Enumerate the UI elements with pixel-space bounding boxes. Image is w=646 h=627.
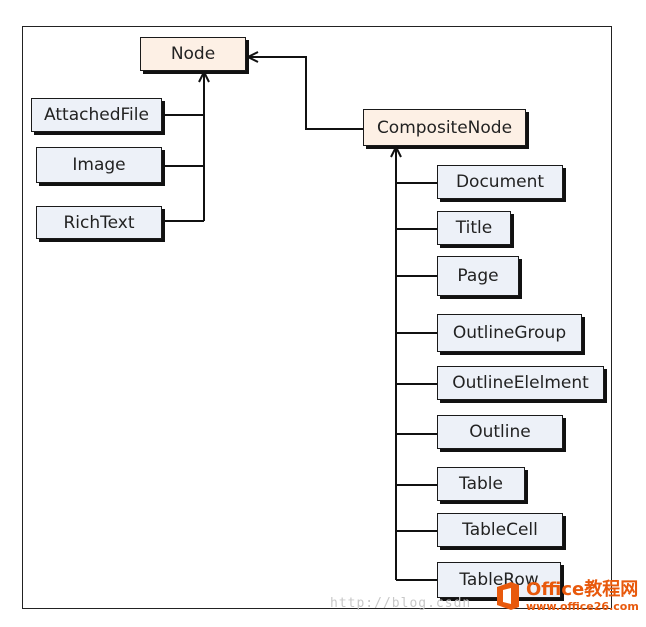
node-label: RichText — [63, 212, 135, 233]
node-box-attachedfile: AttachedFile — [31, 98, 162, 132]
node-box-node: Node — [140, 37, 246, 71]
node-label: CompositeNode — [376, 117, 513, 138]
node-box-document: Document — [437, 165, 563, 199]
diagram-frame — [22, 26, 612, 609]
composite-to-node-line — [248, 57, 363, 130]
node-label: Title — [455, 218, 493, 238]
node-label: OutlineGroup — [452, 323, 567, 343]
office-watermark-logo: Office教程网 www.office26.com — [494, 580, 639, 612]
node-label: TableCell — [462, 520, 538, 540]
node-label: Document — [455, 172, 545, 192]
node-label: Node — [170, 44, 216, 64]
node-box-outlinegroup: OutlineGroup — [437, 314, 582, 352]
node-box-outline: Outline — [437, 415, 563, 449]
watermark-site: www.office26.com — [526, 599, 639, 613]
node-box-image: Image — [36, 147, 162, 183]
node-box-outlineelement: OutlineElelment — [437, 366, 604, 400]
watermark-brand: Office教程网 — [526, 578, 639, 600]
node-label: Page — [457, 266, 499, 286]
node-box-title: Title — [437, 211, 511, 245]
node-box-richtext: RichText — [36, 206, 162, 239]
node-label: Outline — [469, 422, 531, 442]
watermark-url: http://blog.csdn — [330, 596, 472, 611]
node-label: AttachedFile — [44, 105, 149, 125]
node-box-compositenode: CompositeNode — [363, 109, 526, 146]
node-box-page: Page — [437, 256, 519, 296]
node-label: Table — [459, 474, 503, 494]
node-box-tablecell: TableCell — [437, 513, 563, 547]
node-box-table: Table — [437, 467, 525, 501]
office-logo-icon — [497, 582, 519, 610]
node-label: OutlineElelment — [452, 373, 589, 393]
node-label: Image — [72, 155, 126, 175]
